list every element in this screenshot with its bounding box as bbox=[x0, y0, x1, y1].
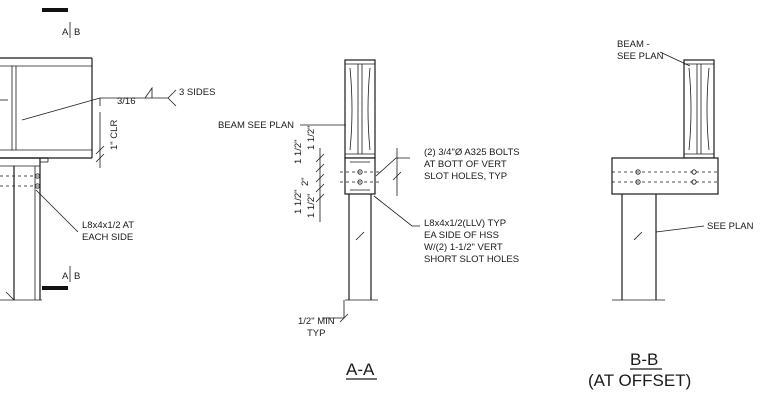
hss-column-aa bbox=[345, 194, 378, 301]
weld-size-label: 3/16 bbox=[117, 96, 136, 107]
dim-label-4: 1 1/2" bbox=[293, 189, 304, 214]
angle-note-line1: L8x4x1/2 AT bbox=[82, 220, 134, 231]
angle-aa-line4: SHORT SLOT HOLES bbox=[424, 254, 519, 265]
beam-bb-line1: BEAM - bbox=[617, 39, 650, 50]
hss-column-bb bbox=[612, 194, 665, 301]
beam-bb-line2: SEE PLAN bbox=[617, 51, 664, 62]
clearance-label: 1" CLR bbox=[109, 120, 120, 150]
bolts-dimension-tick bbox=[392, 171, 402, 181]
section-marker-bottom-a: A bbox=[62, 271, 69, 282]
bolts-note-line3: SLOT HOLES, TYP bbox=[424, 171, 507, 182]
section-marker-top-b: B bbox=[74, 27, 80, 38]
min-tick bbox=[339, 313, 349, 323]
beam-see-plan-label: BEAM SEE PLAN bbox=[218, 120, 294, 131]
hss-column-elevation bbox=[0, 166, 42, 301]
angle-note-line2: EACH SIDE bbox=[82, 232, 133, 243]
min-note-line1: 1/2" MIN bbox=[298, 316, 335, 327]
beam-bb-leader bbox=[659, 51, 691, 67]
clearance-dimension: 1" CLR bbox=[95, 112, 120, 168]
angle-leader-aa bbox=[373, 195, 420, 227]
bolts-note-line1: (2) 3/4"Ø A325 BOLTS bbox=[424, 147, 520, 158]
angle-aa-line2: EA SIDE OF HSS bbox=[424, 230, 499, 241]
see-plan-label: SEE PLAN bbox=[707, 221, 754, 232]
bolts-leader bbox=[375, 157, 410, 177]
bolt-dimensions: 1 1/2" 1 1/2" 2" 1 1/2" 1 1/2" bbox=[293, 125, 325, 222]
dim-label-2: 1 1/2" bbox=[306, 125, 317, 150]
dim-label-1: 1 1/2" bbox=[293, 139, 304, 164]
angle-leader bbox=[35, 189, 79, 233]
section-aa: 1 1/2" 1 1/2" 2" 1 1/2" 1 1/2" BEAM SEE … bbox=[218, 59, 520, 380]
dim-label-3: 2" bbox=[300, 177, 311, 186]
angle-section-aa bbox=[340, 157, 380, 195]
beam-section-aa bbox=[344, 59, 376, 159]
angle-connection bbox=[0, 157, 49, 300]
elevation-detail: A B A B bbox=[0, 8, 215, 301]
section-marker-bottom-b: B bbox=[74, 271, 80, 282]
beam-elevation bbox=[0, 57, 101, 159]
offset-plate-bb bbox=[611, 157, 719, 195]
bolts-note-line2: AT BOTT OF VERT bbox=[424, 159, 507, 170]
section-marker-top-a: A bbox=[62, 27, 69, 38]
angle-aa-line3: W/(2) 1-1/2" VERT bbox=[424, 242, 503, 253]
angle-aa-line1: L8x4x1/2(LLV) TYP bbox=[424, 218, 506, 229]
beam-section-bb bbox=[683, 59, 715, 159]
section-bb-subtitle: (AT OFFSET) bbox=[588, 371, 691, 390]
section-bb-title: B-B bbox=[630, 350, 658, 369]
weld-note-label: 3 SIDES bbox=[179, 87, 215, 98]
see-plan-leader bbox=[655, 225, 705, 233]
dim-label-5: 1 1/2" bbox=[306, 193, 317, 218]
section-aa-title: A-A bbox=[346, 360, 375, 379]
min-note-line2: TYP bbox=[307, 328, 325, 339]
section-bb: BEAM - SEE PLAN SEE PLAN B-B (AT OFFSET) bbox=[588, 39, 754, 390]
weld-symbol: 3/16 3 SIDES bbox=[100, 86, 215, 107]
